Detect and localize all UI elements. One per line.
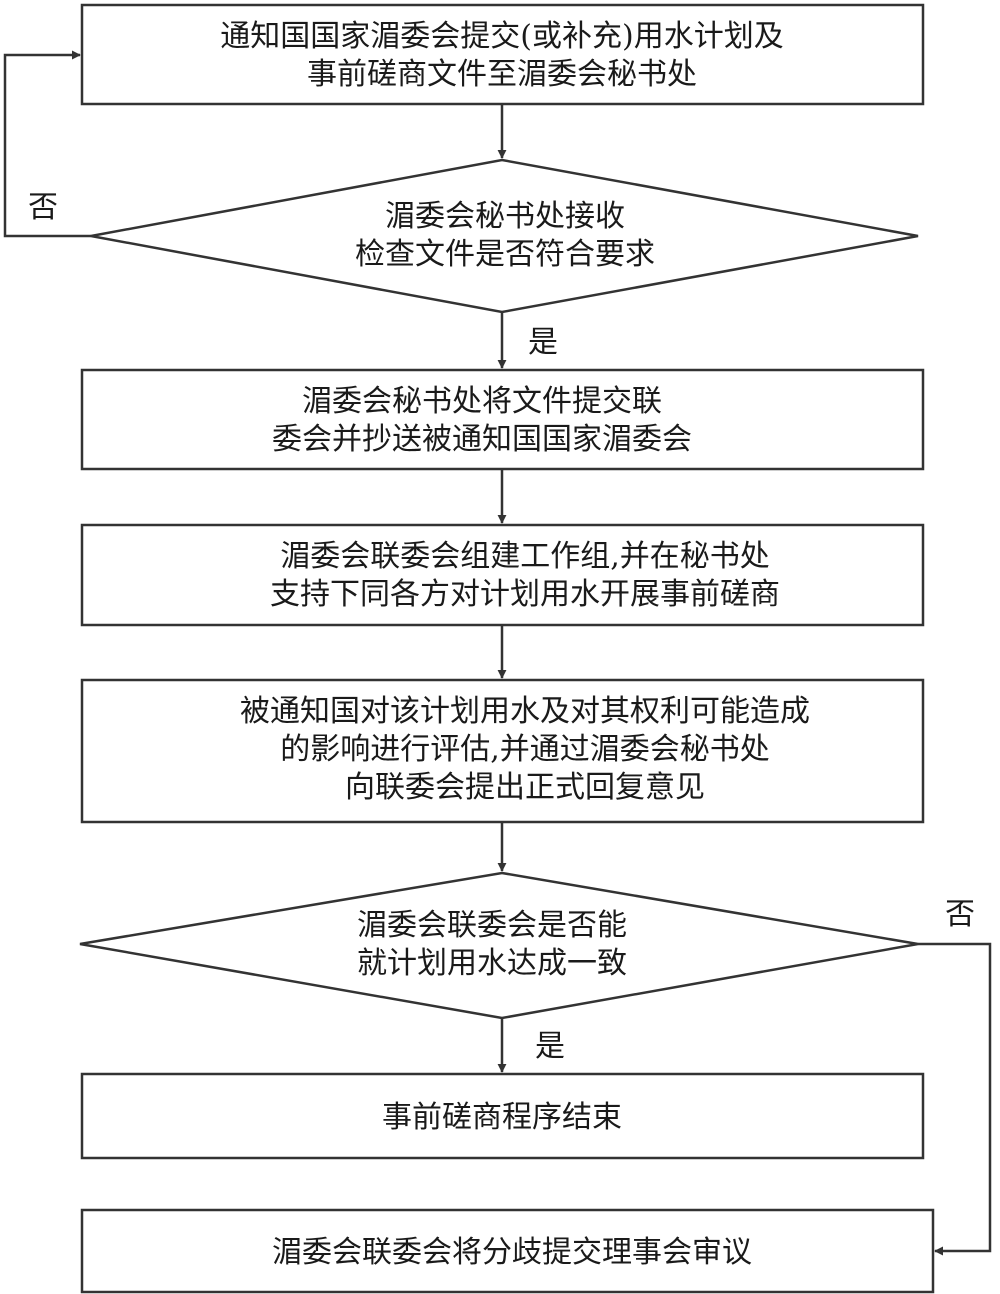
decision-check-documents-line-2: 检查文件是否符合要求: [355, 237, 655, 272]
node-working-group-line-1: 湄委会联委会组建工作组,并在秘书处: [280, 539, 770, 574]
edge-check-no-label: 否: [28, 190, 58, 225]
node-submit-plan-line-2: 事前磋商文件至湄委会秘书处: [307, 57, 697, 92]
node-working-group: 湄委会联委会组建工作组,并在秘书处 支持下同各方对计划用水开展事前磋商: [80, 523, 925, 627]
node-forward-documents-line-1: 湄委会秘书处将文件提交联: [302, 384, 662, 419]
node-submit-plan-line-1: 通知国国家湄委会提交(或补充)用水计划及: [220, 19, 783, 54]
node-submit-to-council-line-1: 湄委会联委会将分歧提交理事会审议: [272, 1235, 752, 1270]
edge-agreement-no-label: 否: [945, 897, 975, 932]
decision-agreement-line-1: 湄委会联委会是否能: [357, 908, 627, 943]
node-submit-plan: 通知国国家湄委会提交(或补充)用水计划及 事前磋商文件至湄委会秘书处: [80, 3, 925, 106]
node-working-group-line-2: 支持下同各方对计划用水开展事前磋商: [270, 577, 780, 612]
node-evaluation-reply: 被通知国对该计划用水及对其权利可能造成 的影响进行评估,并通过湄委会秘书处 向联…: [80, 678, 925, 824]
node-evaluation-reply-line-1: 被通知国对该计划用水及对其权利可能造成: [240, 694, 810, 729]
node-forward-documents: 湄委会秘书处将文件提交联 委会并抄送被通知国国家湄委会: [80, 368, 925, 471]
edge-agreement-no: [918, 942, 992, 1256]
node-evaluation-reply-line-3: 向联委会提出正式回复意见: [345, 770, 705, 805]
decision-check-documents-line-1: 湄委会秘书处接收: [385, 199, 625, 234]
node-submit-to-council: 湄委会联委会将分歧提交理事会审议: [80, 1208, 935, 1294]
decision-agreement-line-2: 就计划用水达成一致: [357, 946, 627, 981]
node-consultation-end-line-1: 事前磋商程序结束: [382, 1100, 622, 1135]
edge-check-no-loop: [3, 50, 91, 238]
node-forward-documents-line-2: 委会并抄送被通知国国家湄委会: [272, 422, 692, 457]
edge-agreement-yes-label: 是: [535, 1029, 565, 1064]
decision-check-documents: 湄委会秘书处接收 检查文件是否符合要求: [90, 158, 919, 314]
node-evaluation-reply-line-2: 的影响进行评估,并通过湄委会秘书处: [280, 732, 770, 767]
node-consultation-end: 事前磋商程序结束: [80, 1072, 925, 1160]
edge-check-yes-label: 是: [528, 325, 558, 360]
decision-agreement: 湄委会联委会是否能 就计划用水达成一致: [79, 871, 919, 1020]
